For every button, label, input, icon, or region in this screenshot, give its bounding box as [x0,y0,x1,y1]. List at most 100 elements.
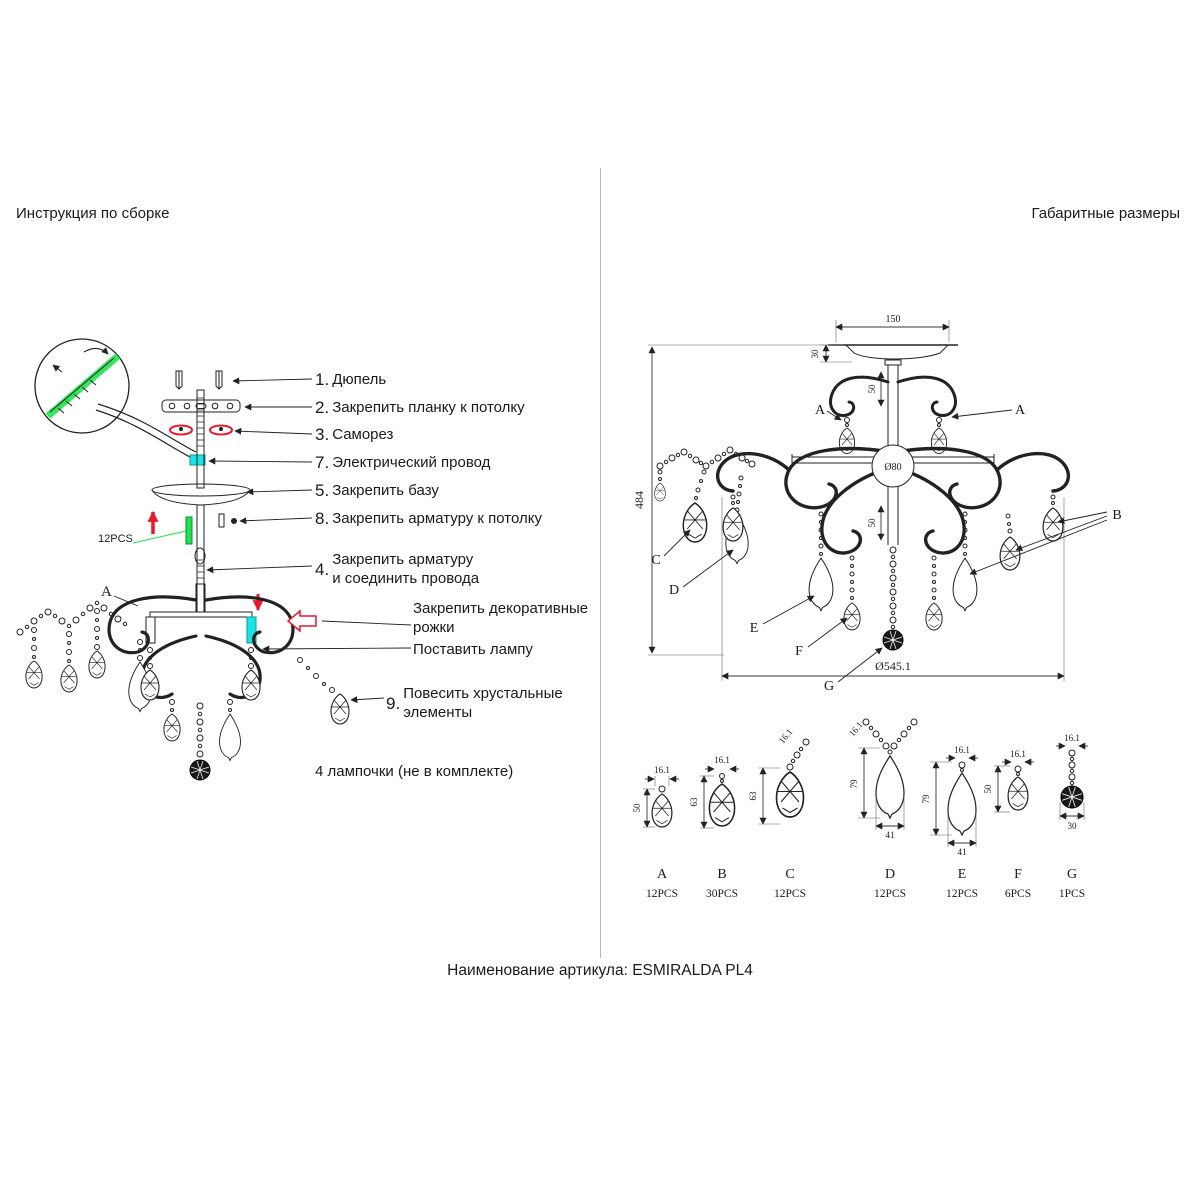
dim-50-lower-text: 50 [867,518,877,528]
dim-d-bottom: 41 [886,830,895,840]
crystal-spec-d: 16.1 79 41 D 12PCS [847,718,918,900]
faceted-crystal [654,482,666,502]
faceted-crystal [241,669,261,701]
dowel-pins [175,370,223,390]
threaded-rod [196,389,205,613]
type-e-pcs: 12PCS [946,888,978,900]
faceted-crystal-f [843,602,861,631]
type-g-pcs: 1PCS [1059,888,1085,900]
center-dia-text: Ø80 [884,462,901,473]
step-4-label: Закрепить арматуру и соединить провода [332,550,479,588]
faceted-crystal-b [999,536,1021,571]
step-1: 1. Дюпель [315,370,386,389]
dim-a-height: 50 [632,803,642,813]
step-4-number: 4. [315,559,330,579]
lamp-note: 4 лампочки (не в комплекте) [315,763,514,780]
pcs-leader [132,530,187,544]
step-2: 2. Закрепить планку к потолку [315,398,525,417]
crystal-ball [189,759,211,781]
dim-484: 484 [632,344,832,656]
dim-d-height: 79 [849,779,859,789]
crystal-spec-c: 16.1 63 C 12PCS [748,727,810,900]
chain-link [194,547,206,565]
canopy-nub [884,359,902,366]
article-name: Наименование артикула: ESMIRALDA PL4 [447,962,753,979]
type-c-letter: C [785,867,794,882]
step-3-number: 3. [315,425,330,444]
label-g: G [824,679,834,694]
label-d: D [669,583,679,598]
faceted-crystal [330,693,350,725]
type-a-pcs: 12PCS [646,888,678,900]
step-3: 3. Саморез [315,425,393,444]
right-panel-title: Габаритные размеры [1031,205,1180,222]
dim-30-text: 30 [810,349,820,359]
dim-50-upper-text: 50 [867,384,877,394]
crystal-strands [31,608,335,758]
crystal-spec-row: 16.1 50 A 12PCS 16.1 63 B 30PCS 16.1 [632,718,1088,900]
a-crystals [844,417,942,427]
hanging-chains [657,469,1056,630]
crystal-spec-a: 16.1 50 A 12PCS [632,765,679,900]
faceted-crystal [88,650,106,679]
dim-c-height: 63 [748,791,758,801]
step-horns-line2: рожки [413,619,455,636]
dim-e-width: 16.1 [954,745,970,755]
step-horns-label: Закрепить декоративные рожки [413,599,588,637]
type-f-letter: F [1014,867,1022,882]
cross-bar [149,611,253,618]
step-1-number: 1. [315,370,330,389]
faceted-crystal [925,602,943,631]
pcs-note: 12PCS [98,533,133,545]
faceted-crystal [25,660,43,689]
dim-150: 150 [835,314,950,342]
step-9-line2: элементы [403,704,473,721]
dim-a-width: 16.1 [654,765,670,775]
dim-150-text: 150 [886,314,901,325]
electric-wire [95,409,193,459]
step-1-label: Дюпель [332,371,387,388]
dimension-diagram: Ø80 150 30 50 50 484 [632,314,1122,694]
dim-30: 30 [810,344,852,363]
step-leaders [113,377,412,704]
teardrop-crystal [219,713,241,761]
step-8-number: 8. [315,509,330,528]
electric-wire [97,403,197,453]
teardrop-crystal-e [808,557,834,612]
type-b-letter: B [717,867,726,882]
upper-scrolls [829,375,957,418]
dim-stem-50: 50 50 [867,371,885,541]
crystal-spec-e: 16.1 79 41 E 12PCS [921,745,978,900]
type-c-pcs: 12PCS [774,888,806,900]
step-5-label: Закрепить базу [332,482,439,499]
screw-highlights [169,424,233,436]
label-e: E [750,621,759,636]
dim-f-width: 16.1 [1010,749,1026,759]
faceted-crystal-b [722,507,744,542]
type-e-letter: E [958,867,967,882]
base-plate [151,483,251,506]
teardrop-crystal [952,557,978,612]
ceiling-pin [218,513,225,528]
step-9: 9. Повесить хрустальные элементы [386,684,563,722]
crystal-garland [16,600,128,636]
type-f-pcs: 6PCS [1005,888,1031,900]
type-g-letter: G [1067,867,1077,882]
type-a-letter: A [657,867,668,882]
crystal-spec-g: 16.1 30 G 1PCS [1056,733,1088,900]
step-9-label: Повесить хрустальные элементы [403,684,563,722]
step-8-label: Закрепить арматуру к потолку [332,510,542,527]
step-horns-line1: Закрепить декоративные [413,600,589,617]
screw-head [219,427,223,431]
step-8: 8. Закрепить арматуру к потолку [315,509,542,528]
step-7: 7. Электрический провод [315,453,490,472]
anchor-detail-circle [34,338,130,434]
faceted-crystal [60,664,78,693]
dim-g-width: 16.1 [1064,733,1080,743]
red-arrow-horns [286,609,317,633]
type-b-pcs: 30PCS [706,888,738,900]
step-3-label: Саморез [332,426,394,443]
dim-484-text: 484 [632,491,646,509]
faceted-crystal [163,713,181,742]
